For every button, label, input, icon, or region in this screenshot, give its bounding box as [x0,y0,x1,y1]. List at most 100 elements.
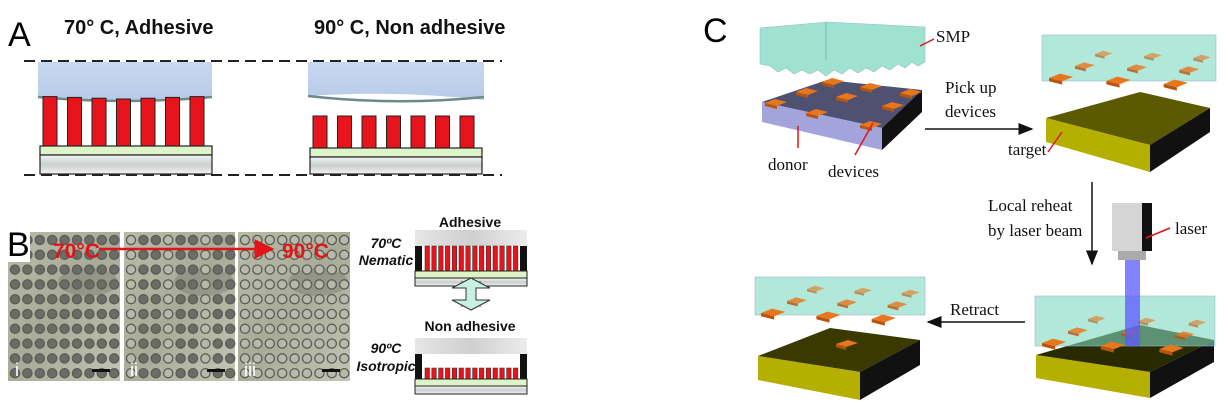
device [1100,341,1125,353]
device-top [816,311,841,320]
pillar [67,96,82,147]
pillar-dot [187,367,199,379]
pillar-dot [326,264,338,275]
substrate [39,154,213,175]
pillar-dot [239,264,251,275]
device-front [806,113,818,119]
pillar-dot [138,323,149,335]
pillar-dot [301,323,313,335]
pillar-dot [224,234,236,246]
device [882,102,904,112]
green-layer [39,145,213,156]
pillar-dot [338,264,350,275]
pillar-dot [239,338,251,349]
pillar-dot [276,323,288,335]
non-adhesive-schematic [307,62,485,175]
nematic-label: Nematic [359,252,414,268]
pillar-dot [125,234,137,246]
device [1193,54,1211,63]
donor-label: donor [768,155,808,174]
image-label-ii: ii [130,360,138,380]
pillar [116,98,131,147]
device-front [887,305,899,311]
scale-bar [322,369,340,372]
device-front [871,319,885,326]
remaining-device-array [761,285,920,326]
pillar-dot [46,249,58,261]
device-front [1100,346,1114,353]
pillar-dot [326,308,338,320]
pillar-dot [276,279,288,290]
pillar-dot [59,323,70,335]
pillar [410,115,426,149]
devices-leader [854,122,874,156]
micrograph-1 [8,232,120,381]
pillar-dot [338,353,350,364]
lcn-layer [38,62,212,101]
pillar [472,367,478,380]
device [1095,50,1113,59]
green-layer [414,378,528,387]
device-top [807,285,825,292]
pillar-dot [252,264,263,275]
step-donor: SMP donor devices [759,21,970,181]
pillar-dot [108,234,120,246]
pillar-dot [326,234,338,246]
pillar-dot [289,308,300,320]
device-front [900,93,912,99]
pillar-dot [59,249,70,261]
device [1042,338,1067,350]
pillar-dot [138,293,149,305]
spacer-left [415,354,422,379]
device [837,299,858,309]
smp-leader [919,38,935,47]
device-top [1068,327,1088,334]
device-front [854,291,865,296]
device-top [1095,50,1113,57]
device [807,285,825,294]
pillar-dot [187,323,199,335]
pillar-dot [84,249,95,261]
pillar-dot [46,293,58,305]
pillar-dot [108,293,120,305]
pillar-dot [338,323,350,335]
pillar-dot [59,308,70,320]
laser-label: laser [1175,219,1207,238]
pillar-dot [175,367,186,379]
non-adhesive-device [414,338,528,395]
pillar-dot [34,323,46,335]
pillar-dot [187,308,199,320]
device-top [1188,319,1207,326]
device [1174,331,1195,341]
adhesive-schematic [37,62,213,175]
device-top [796,88,818,95]
pillar-dot [125,367,137,379]
pillar-dot [224,353,236,364]
pillar-dot [200,234,211,246]
pillar-dot [239,293,251,305]
pillar-dot [175,279,186,290]
pillar-dot [264,338,276,349]
device [822,78,844,88]
temp-start: 70°C [53,240,100,263]
lcn-surface [307,94,485,103]
pillar-dot [175,338,186,349]
pillar-dot [150,279,162,290]
reheat-line-1: Local reheat [988,196,1073,215]
panel-b: B 70°C 90°C i ii iii Adhesive 70ºC Nemat… [0,214,528,395]
pillar-dot [34,234,46,246]
pillar-dot [150,308,162,320]
target-top [1046,92,1210,145]
pillar-dot [96,338,108,349]
panel-c: C SMP donor devices Pick up devices [703,12,1217,400]
pillar-dot [59,234,70,246]
smp-stamp [759,21,926,77]
donor-side [882,90,922,150]
pillar-dot [108,323,120,335]
pillar-dot [314,249,325,261]
pillar-dot [264,353,276,364]
pillar-dot [301,308,313,320]
pillar-dot [162,308,174,320]
green-layer [309,147,483,158]
pillar-dot [276,353,288,364]
